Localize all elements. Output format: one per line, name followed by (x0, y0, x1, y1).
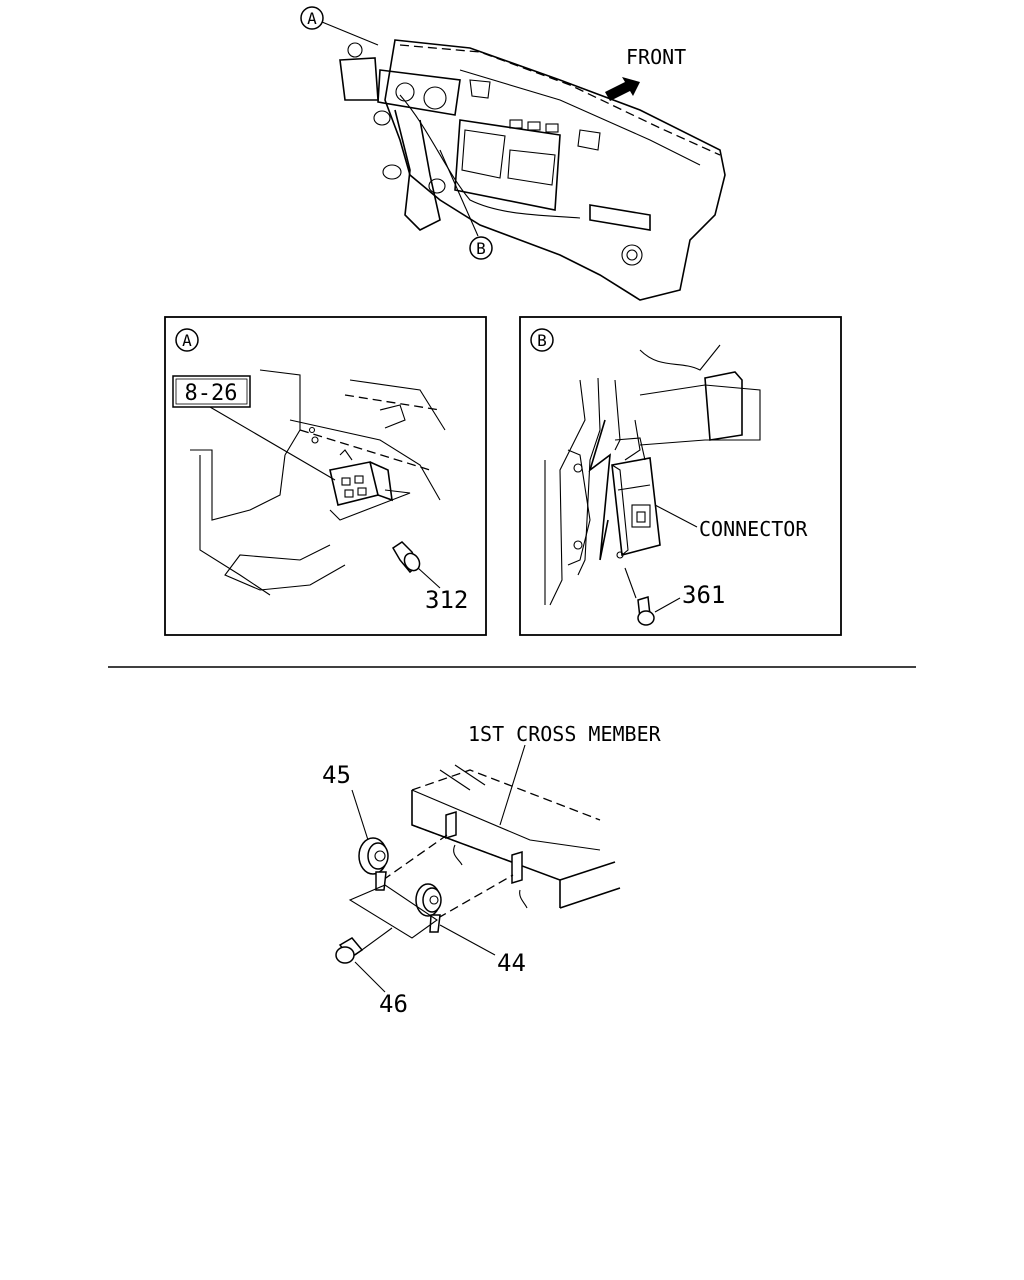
part-312-label: 312 (425, 586, 468, 614)
part-46-label: 46 (379, 990, 408, 1018)
detail-a-frame (164, 316, 487, 636)
horn-assembly-illustration (335, 744, 621, 993)
callout-a-letter: A (307, 9, 317, 28)
detail-b-title: B (537, 331, 547, 350)
front-label: FRONT (626, 45, 686, 69)
detail-b-illustration (530, 328, 761, 626)
detail-a-title: A (182, 331, 192, 350)
part-361-label: 361 (682, 581, 725, 609)
part-44-label: 44 (497, 949, 526, 977)
ref-box-8-26: 8-26 (172, 375, 251, 408)
callout-b-top: B (469, 236, 493, 260)
detail-a-illustration (175, 328, 446, 596)
front-arrow-icon (605, 77, 640, 101)
dashboard-illustration (321, 21, 726, 301)
ref-box-text: 8-26 (185, 381, 238, 406)
callout-b-letter: B (476, 239, 486, 258)
detail-b-frame (519, 316, 842, 636)
part-45-label: 45 (322, 761, 351, 789)
connector-label: CONNECTOR (699, 517, 808, 541)
callout-a-top: A (300, 6, 324, 30)
cross-member-label: 1ST CROSS MEMBER (468, 722, 662, 746)
